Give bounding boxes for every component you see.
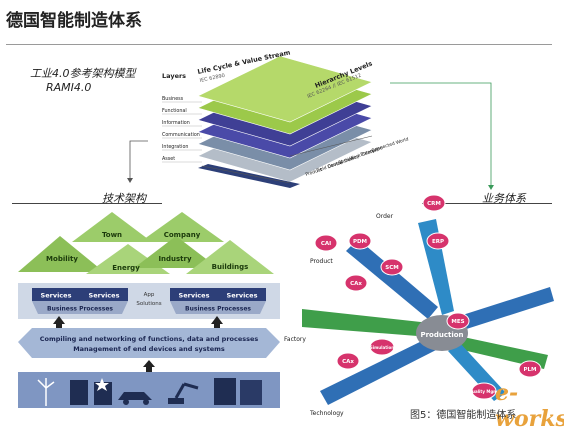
node-energy: Energy <box>112 264 140 272</box>
technology-label: Technology <box>309 410 344 417</box>
layer-label-functional: Functional <box>162 108 187 114</box>
robot-arm-icon <box>168 382 199 404</box>
services-block-right <box>170 288 266 301</box>
technology-arm <box>320 337 438 405</box>
up-arrow-icon <box>211 316 223 328</box>
spark-icon <box>95 378 109 391</box>
connector-lines <box>127 82 494 190</box>
up-arrow-icon <box>53 316 65 328</box>
layer-label-asset: Asset <box>162 156 175 162</box>
hierarchy-level-label: Product <box>305 167 323 178</box>
page-title: 德国智能制造体系 <box>6 11 142 31</box>
system-node-crm: CRM <box>427 201 441 207</box>
building-icon <box>214 378 262 405</box>
solutions-label: Solutions <box>136 301 161 307</box>
tech-architecture-label: 技术架构 <box>102 192 146 205</box>
triangle-mobility <box>18 236 104 272</box>
wind-turbine-icon <box>37 378 55 406</box>
title-divider <box>6 44 552 45</box>
rami-cube-diagram: Layers Asset Integration Communication Info… <box>162 48 409 188</box>
system-node-mes: MES <box>451 319 464 325</box>
figure-caption: 图5：德国智能制造体系 <box>410 410 517 421</box>
node-company: Company <box>164 231 201 239</box>
rami-caption-line2: RAMI4.0 <box>46 81 92 94</box>
system-node-bubble <box>446 312 470 330</box>
triangle-buildings <box>186 240 274 274</box>
factory-label: Factory <box>284 336 306 343</box>
compile-band <box>18 328 280 358</box>
app-label: App <box>144 292 155 298</box>
system-node-plm: PLM <box>523 367 536 373</box>
order-label: Order <box>376 213 394 220</box>
system-node-bubble <box>518 360 542 378</box>
services-block-left <box>32 288 128 301</box>
triangle-company <box>140 212 224 242</box>
production-label: Production <box>420 331 463 339</box>
triangle-town <box>72 212 152 242</box>
system-node-bubble <box>380 258 404 276</box>
system-node-simulation: Simulation <box>370 345 394 350</box>
layer-label-information: Information <box>162 120 190 126</box>
system-node-bubble <box>348 232 372 250</box>
business-process-left <box>32 301 128 314</box>
services-label-4: Services <box>227 292 258 300</box>
layers-title: Layers <box>162 72 186 80</box>
product-arm <box>346 239 438 319</box>
services-label-1: Services <box>41 292 72 300</box>
layer-label-communication: Communication <box>162 132 200 138</box>
tech-architecture-diagram: Town Company Mobility Energy Industry Bu… <box>18 212 280 408</box>
node-town: Town <box>102 231 122 239</box>
system-node-quality-mgmt: Quality Mgmt <box>469 389 500 394</box>
system-node-bubble <box>314 234 338 252</box>
node-mobility: Mobility <box>46 255 78 263</box>
business-processes-left: Business Processes <box>47 306 113 313</box>
system-node-scm: SCM <box>385 265 398 271</box>
business-system-label: 业务体系 <box>482 192 526 205</box>
hierarchy-level-label: Station <box>338 155 355 166</box>
product-label: Product <box>310 258 333 265</box>
layer-labels: Asset Integration Communication Information… <box>162 96 202 163</box>
layer-label-integration: Integration <box>162 144 188 150</box>
system-node-bubble <box>344 274 368 292</box>
business-system-diagram: Production Order Product Factory Technol… <box>284 195 554 417</box>
system-node-cai: CAI <box>321 241 331 247</box>
compile-line2: Management of end devices and systems <box>73 345 225 353</box>
business-process-right <box>170 301 266 314</box>
triangle-industry <box>134 236 218 268</box>
rami-caption: 工业4.0参考架构模型 RAMI4.0 <box>30 67 136 95</box>
right-upper-arm <box>450 287 554 333</box>
server-icon <box>70 380 88 405</box>
node-buildings: Buildings <box>212 263 249 271</box>
factory-arm <box>302 309 430 337</box>
business-system-tag: 业务体系 <box>422 190 552 206</box>
system-node-bubble <box>471 382 497 400</box>
system-node-bubble <box>369 338 395 356</box>
up-arrow-icon <box>143 360 155 372</box>
layer-plane-business <box>197 55 373 123</box>
services-label-3: Services <box>179 292 210 300</box>
system-node-cax: CAx <box>342 359 354 365</box>
services-label-2: Services <box>89 292 120 300</box>
layer-label-business: Business <box>162 96 184 102</box>
system-node-bubble <box>336 352 360 370</box>
system-node-erp: ERP <box>432 239 444 245</box>
compile-line1: Compiling and networking of functions, d… <box>40 335 259 343</box>
business-processes-right: Business Processes <box>185 306 251 313</box>
node-industry: Industry <box>158 255 192 263</box>
tech-architecture-tag: 技术架构 <box>12 190 162 206</box>
right-lower-arm <box>450 335 548 369</box>
hierarchy-axis-line <box>289 135 373 157</box>
system-node-bubble <box>422 195 446 212</box>
lifecycle-axis-std: IEC 62890 <box>199 73 225 84</box>
lifecycle-axis-line <box>201 165 291 184</box>
system-node-pdm: PDM <box>353 239 367 245</box>
rami-caption-line1: 工业4.0参考架构模型 <box>30 67 136 80</box>
car-icon <box>118 392 152 405</box>
system-node-bubble <box>426 232 450 250</box>
system-node-cax: CAx <box>350 281 362 287</box>
